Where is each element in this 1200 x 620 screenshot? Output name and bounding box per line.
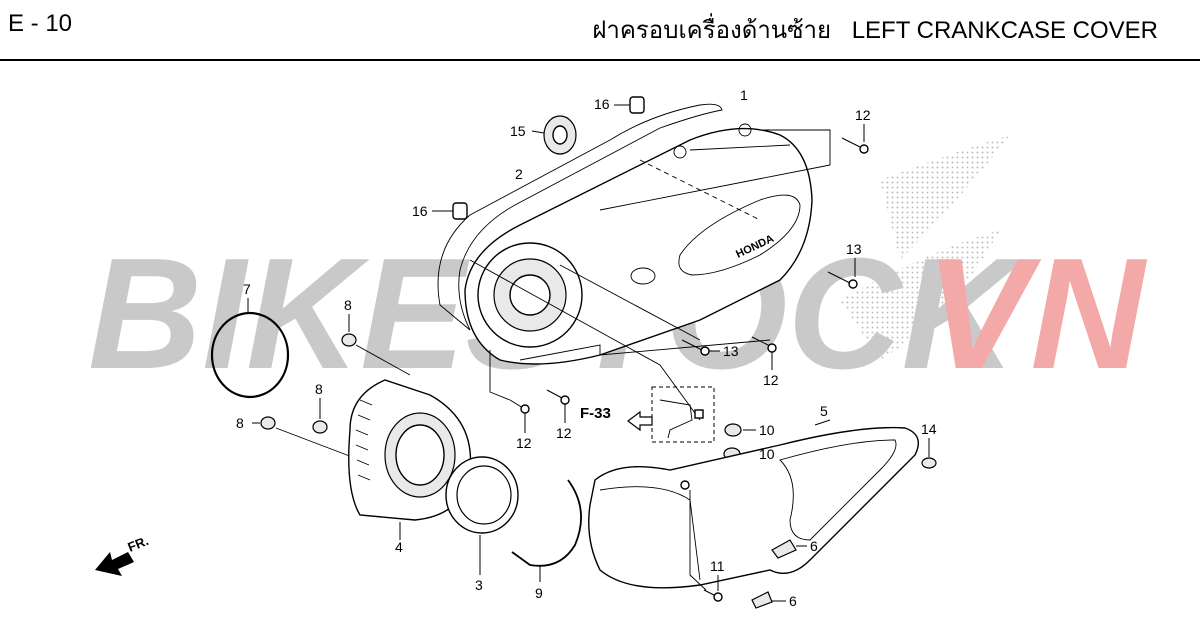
callout-2: 2 (515, 166, 523, 182)
reference-f33-box (651, 386, 715, 443)
callout-6-lower: 6 (789, 593, 797, 609)
reference-arrow-icon (627, 410, 653, 432)
callout-10-upper: 10 (759, 422, 775, 438)
callout-12-lower-left: 12 (516, 435, 532, 451)
reference-label: F-33 (580, 405, 611, 422)
part-7-o-ring (210, 311, 290, 399)
callout-1: 1 (740, 87, 748, 103)
callout-3: 3 (475, 577, 483, 593)
page-title: ฝาครอบเครื่องด้านซ้าย LEFT CRANKCASE COV… (592, 10, 1158, 49)
forward-arrow-icon (95, 552, 134, 576)
callout-7: 7 (243, 281, 251, 297)
callout-13-right: 13 (846, 241, 862, 257)
part-10-nut-upper (724, 423, 742, 437)
callout-12-top: 12 (855, 107, 871, 123)
callout-10-lower: 10 (759, 446, 775, 462)
callout-16-left: 16 (412, 203, 428, 219)
page-title-thai: ฝาครอบเครื่องด้านซ้าย (592, 17, 832, 44)
part-8-grommet-middle (312, 420, 328, 434)
part-11-bolt (703, 589, 723, 602)
part-12-bolt-lower-left (509, 399, 530, 414)
page-code: E - 10 (8, 10, 73, 37)
callout-6-upper: 6 (810, 538, 818, 554)
callout-5: 5 (820, 403, 828, 419)
part-8-grommet-left (260, 416, 276, 430)
callout-8-left: 8 (236, 415, 244, 431)
callout-labels: 1 2 3 4 5 6 6 7 8 8 8 9 10 10 11 12 12 1… (236, 87, 937, 609)
callout-15: 15 (510, 123, 526, 139)
callout-12-center: 12 (763, 372, 779, 388)
forward-label: FR. (126, 533, 151, 555)
part-8-grommet-top (341, 333, 357, 347)
callout-9: 9 (535, 585, 543, 601)
part-13-bolt-center (681, 339, 710, 356)
part-15-bearing (543, 115, 577, 155)
callout-13-center: 13 (723, 343, 739, 359)
callout-12-lower-right: 12 (556, 425, 572, 441)
part-12-bolt-center (751, 336, 777, 353)
part-12-bolt-top (841, 137, 869, 154)
part-3-seal-ring (445, 456, 519, 534)
callout-4: 4 (395, 539, 403, 555)
part-6-clip-upper (771, 539, 797, 559)
part-9-clip (511, 479, 582, 567)
callout-8-top: 8 (344, 297, 352, 313)
wing-watermark (840, 135, 1010, 360)
part-5-outer-cover (588, 426, 919, 589)
part-6-clip-lower (751, 591, 773, 609)
part-4-inner-cover (348, 379, 472, 521)
callout-16-upper: 16 (594, 96, 610, 112)
part-13-bolt-right (827, 271, 858, 289)
page-header: E - 10 ฝาครอบเครื่องด้านซ้าย LEFT CRANKC… (0, 0, 1200, 61)
page-title-english: LEFT CRANKCASE COVER (851, 17, 1158, 44)
callout-8-middle: 8 (315, 381, 323, 397)
callout-14: 14 (921, 421, 937, 437)
callout-11: 11 (710, 558, 725, 574)
watermark-text-red: VN (925, 226, 1147, 402)
part-14-screw (921, 457, 937, 469)
part-16-dowel-pin-upper (629, 96, 645, 114)
part-16-dowel-pin-left (452, 202, 468, 220)
part-2-gasket (437, 103, 723, 331)
header-divider (0, 59, 1200, 61)
